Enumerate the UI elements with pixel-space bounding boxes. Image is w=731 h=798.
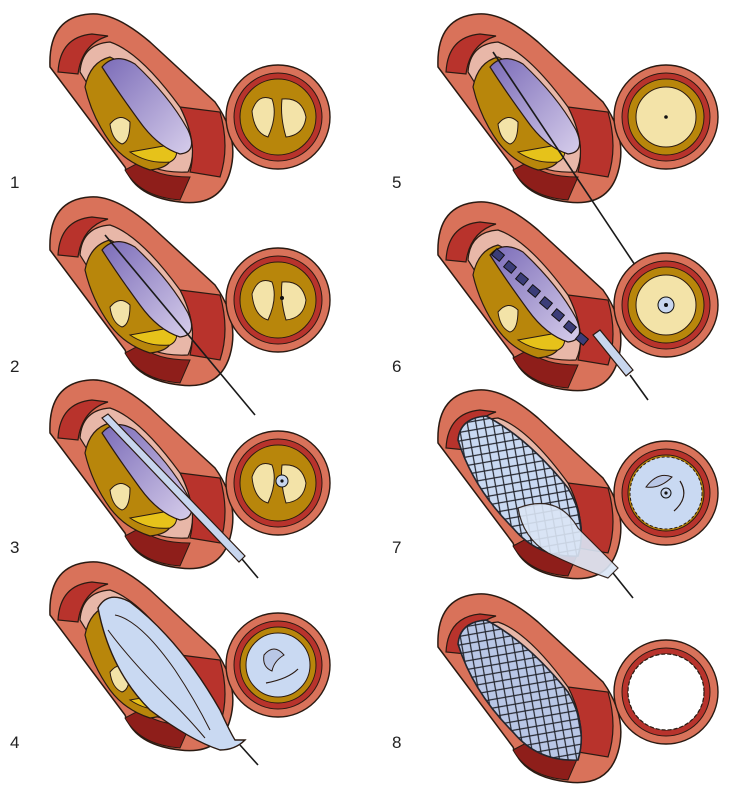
step-number: 4 bbox=[10, 733, 19, 752]
cross-section-guidewire bbox=[280, 479, 283, 482]
step-4 bbox=[50, 562, 330, 765]
step-number: 6 bbox=[392, 357, 401, 376]
step-3 bbox=[50, 380, 330, 578]
cross-section-guidewire bbox=[664, 491, 667, 494]
cross-section-balloon bbox=[246, 633, 310, 697]
guidewire bbox=[613, 573, 633, 598]
step-number: 7 bbox=[392, 538, 401, 557]
step-6 bbox=[438, 202, 718, 400]
cross-section-lumen bbox=[628, 654, 704, 730]
step-number: 5 bbox=[392, 173, 401, 192]
step-number: 2 bbox=[10, 357, 19, 376]
guidewire bbox=[240, 745, 258, 765]
cross-section-guidewire bbox=[280, 296, 284, 300]
step-number: 1 bbox=[10, 173, 19, 192]
cross-section-guidewire bbox=[664, 115, 668, 119]
step-7 bbox=[438, 390, 718, 598]
cross-section-guidewire bbox=[664, 303, 668, 307]
guidewire bbox=[630, 375, 648, 400]
step-number: 3 bbox=[10, 538, 19, 557]
step-number: 8 bbox=[392, 733, 401, 752]
guidewire bbox=[242, 559, 258, 578]
step-1 bbox=[50, 14, 330, 203]
step-8 bbox=[438, 594, 718, 783]
